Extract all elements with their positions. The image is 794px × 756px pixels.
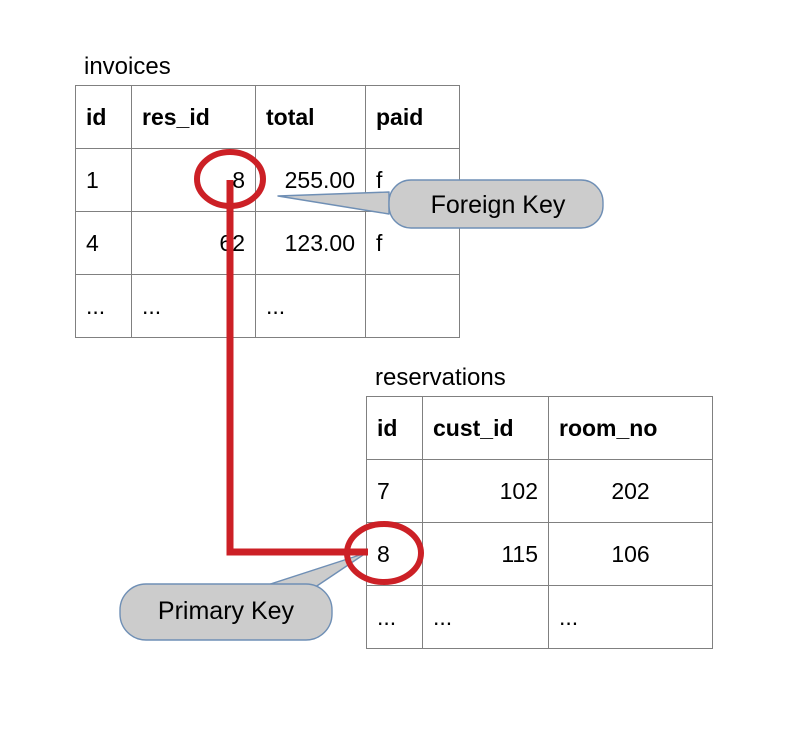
reservations-cell-room-no: ... [548, 585, 713, 649]
reservations-row-ellipsis: ... ... ... [366, 585, 713, 649]
invoices-cell-total: 123.00 [255, 211, 366, 275]
invoices-header-row: id res_id total paid [75, 85, 460, 149]
invoices-table-title: invoices [84, 53, 171, 80]
invoices-row-ellipsis: ... ... ... [75, 274, 460, 338]
reservations-header-row: id cust_id room_no [366, 396, 713, 460]
reservations-cell-id: 7 [366, 459, 423, 523]
reservations-cell-cust-id: ... [422, 585, 549, 649]
reservations-col-room-no: room_no [548, 396, 713, 460]
reservations-cell-cust-id: 115 [422, 522, 549, 586]
invoices-cell-total: ... [255, 274, 366, 338]
invoices-cell-id: 1 [75, 148, 132, 212]
invoices-row: 4 62 123.00 f [75, 211, 460, 275]
invoices-cell-res-id: ... [131, 274, 256, 338]
reservations-cell-room-no: 106 [548, 522, 713, 586]
reservations-col-cust-id: cust_id [422, 396, 549, 460]
reservations-table-title: reservations [375, 364, 506, 391]
reservations-row: 8 115 106 [366, 522, 713, 586]
invoices-col-res-id: res_id [131, 85, 256, 149]
reservations-col-id: id [366, 396, 423, 460]
invoices-cell-res-id: 8 [131, 148, 256, 212]
foreign-key-callout-label: Foreign Key [430, 191, 566, 219]
invoices-cell-id: ... [75, 274, 132, 338]
reservations-row: 7 102 202 [366, 459, 713, 523]
invoices-cell-paid: f [365, 211, 460, 275]
reservations-cell-id: 8 [366, 522, 423, 586]
reservations-cell-room-no: 202 [548, 459, 713, 523]
invoices-cell-res-id: 62 [131, 211, 256, 275]
invoices-col-total: total [255, 85, 366, 149]
invoices-col-paid: paid [365, 85, 460, 149]
invoices-cell-paid [365, 274, 460, 338]
reservations-cell-cust-id: 102 [422, 459, 549, 523]
invoices-cell-id: 4 [75, 211, 132, 275]
invoices-col-id: id [75, 85, 132, 149]
reservations-cell-id: ... [366, 585, 423, 649]
primary-key-callout-label: Primary Key [157, 597, 295, 625]
reservations-table: id cust_id room_no 7 102 202 8 115 106 .… [366, 396, 713, 649]
invoices-cell-total: 255.00 [255, 148, 366, 212]
